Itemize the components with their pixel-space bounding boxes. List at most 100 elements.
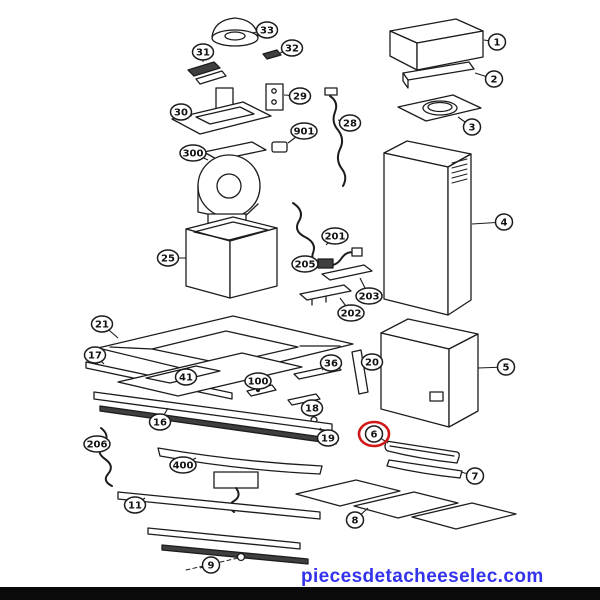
- svg-text:4: 4: [501, 218, 508, 229]
- callout-1[interactable]: 1: [483, 33, 507, 51]
- callout-4[interactable]: 4: [471, 213, 514, 231]
- part-corner-bracket: [351, 349, 369, 395]
- svg-text:33: 33: [260, 26, 274, 37]
- callout-206[interactable]: 206: [83, 435, 111, 453]
- svg-text:202: 202: [341, 309, 362, 320]
- callout-7[interactable]: 7: [460, 467, 485, 485]
- svg-text:2: 2: [491, 75, 498, 86]
- callout-41[interactable]: 41: [174, 368, 198, 386]
- svg-text:20: 20: [365, 358, 379, 369]
- part-trim-strip: [147, 527, 301, 550]
- svg-text:11: 11: [128, 501, 142, 512]
- callout-9[interactable]: 9: [199, 556, 221, 574]
- callout-203[interactable]: 203: [355, 277, 383, 305]
- part-top-plate: [171, 101, 272, 135]
- svg-text:19: 19: [321, 434, 335, 445]
- callout-400[interactable]: 400: [169, 456, 197, 474]
- part-clip-strip: [287, 393, 321, 406]
- part-top-box: [389, 18, 484, 71]
- part-seal-strip: [161, 544, 309, 565]
- callout-6[interactable]: 6: [364, 425, 389, 444]
- part-baffle-panel: [117, 491, 321, 520]
- part-control-assembly: [157, 447, 323, 513]
- svg-text:205: 205: [295, 260, 316, 271]
- callout-36[interactable]: 36: [319, 354, 343, 372]
- part-grease-filters: [295, 479, 517, 530]
- callout-29[interactable]: 29: [283, 87, 312, 105]
- callout-17[interactable]: 17: [83, 346, 107, 365]
- svg-text:300: 300: [183, 149, 204, 160]
- callout-205[interactable]: 205: [291, 255, 319, 273]
- svg-text:28: 28: [343, 119, 357, 130]
- part-chimney-lower: [380, 318, 479, 428]
- svg-text:901: 901: [294, 127, 315, 138]
- svg-text:18: 18: [305, 404, 319, 415]
- part-terminal-strip: [321, 264, 373, 281]
- svg-text:9: 9: [208, 561, 215, 572]
- callout-901[interactable]: 901: [287, 122, 318, 144]
- part-chimney-upper: [383, 140, 472, 316]
- callout-8[interactable]: 8: [345, 507, 369, 529]
- callout-25[interactable]: 25: [156, 249, 187, 267]
- footer-bar: [0, 587, 600, 600]
- part-pcb: [299, 284, 352, 306]
- svg-text:16: 16: [153, 418, 167, 429]
- callout-300[interactable]: 300: [179, 144, 209, 162]
- svg-text:203: 203: [359, 292, 380, 303]
- svg-text:41: 41: [179, 373, 193, 384]
- svg-text:100: 100: [248, 377, 269, 388]
- selected-part-highlight: [357, 420, 391, 448]
- svg-text:25: 25: [161, 254, 175, 265]
- svg-text:30: 30: [174, 108, 188, 119]
- part-bottom-panel: [384, 440, 460, 464]
- callout-201[interactable]: 201: [321, 227, 349, 246]
- callout-21[interactable]: 21: [90, 315, 119, 339]
- svg-text:7: 7: [472, 472, 479, 483]
- part-cable-mid: [292, 202, 363, 267]
- callout-20[interactable]: 20: [360, 353, 384, 371]
- svg-text:17: 17: [88, 351, 102, 362]
- part-outlet-flange: [397, 94, 482, 122]
- callout-28[interactable]: 28: [337, 114, 362, 132]
- svg-text:5: 5: [503, 363, 510, 374]
- svg-text:400: 400: [173, 461, 194, 472]
- part-chimney-cap: [211, 17, 259, 47]
- callout-16[interactable]: 16: [148, 407, 172, 431]
- parts-layer: [85, 17, 517, 571]
- part-bottom-trim: [386, 459, 463, 479]
- callout-11[interactable]: 11: [123, 496, 147, 514]
- part-cable-upper: [324, 87, 347, 187]
- part-motor-blower: [197, 141, 267, 224]
- callout-33[interactable]: 33: [251, 21, 279, 39]
- callout-18[interactable]: 18: [300, 399, 324, 417]
- svg-text:36: 36: [324, 359, 338, 370]
- part-small-block: [317, 258, 334, 269]
- callout-5[interactable]: 5: [477, 358, 516, 376]
- svg-text:31: 31: [196, 48, 210, 59]
- svg-text:6: 6: [371, 430, 378, 441]
- svg-text:201: 201: [325, 232, 346, 243]
- callout-202[interactable]: 202: [337, 297, 365, 322]
- svg-text:1: 1: [494, 38, 501, 49]
- svg-text:8: 8: [352, 516, 359, 527]
- svg-text:29: 29: [293, 92, 307, 103]
- callout-3[interactable]: 3: [457, 116, 482, 136]
- svg-text:32: 32: [285, 44, 299, 55]
- callout-32[interactable]: 32: [279, 39, 304, 57]
- callout-31[interactable]: 31: [191, 43, 215, 62]
- callout-2[interactable]: 2: [474, 70, 504, 88]
- part-capacitor: [271, 141, 288, 153]
- callout-30[interactable]: 30: [169, 103, 193, 121]
- svg-text:3: 3: [469, 123, 476, 134]
- site-watermark-link[interactable]: piecesdetacheeselec.com: [301, 566, 544, 587]
- part-blower-housing: [185, 216, 278, 299]
- svg-text:21: 21: [95, 320, 109, 331]
- part-screw: [185, 552, 246, 571]
- callout-100[interactable]: 100: [244, 372, 272, 390]
- callout-19[interactable]: 19: [316, 427, 340, 447]
- svg-text:206: 206: [87, 440, 108, 451]
- part-clip: [262, 49, 282, 60]
